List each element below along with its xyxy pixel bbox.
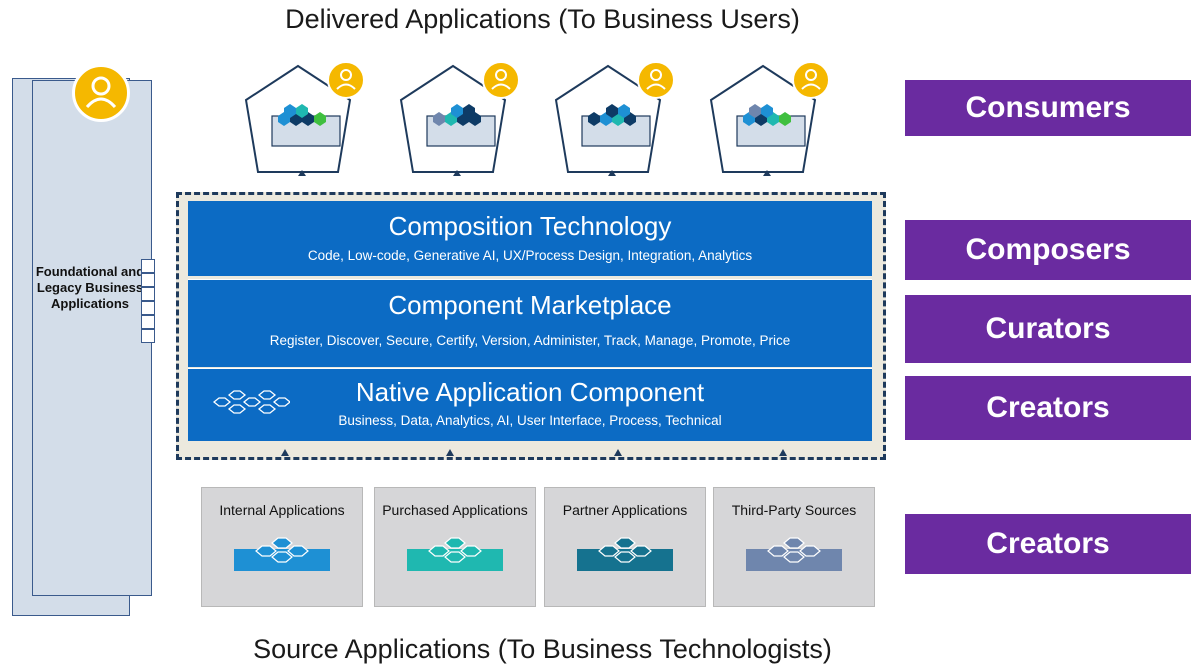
connector-tab (141, 273, 155, 287)
arrow-up-icon (446, 449, 454, 456)
role-creators-native: Creators (905, 376, 1191, 440)
source-label: Partner Applications (562, 502, 688, 518)
arrow-up-icon (614, 449, 622, 456)
role-composers: Composers (905, 220, 1191, 280)
connector-tab (141, 329, 155, 343)
delivered-app-1 (245, 61, 365, 173)
marketplace-subtitle: Register, Discover, Secure, Certify, Ver… (269, 333, 791, 348)
delivered-app-4 (710, 61, 830, 173)
source-third-party: Third-Party Sources (713, 487, 875, 607)
legacy-user-avatar-icon (72, 64, 130, 122)
delivered-apps (245, 61, 830, 176)
honeycomb-icon (212, 390, 290, 414)
arrow-up-icon (453, 170, 461, 176)
bottom-title: Source Applications (To Business Technol… (253, 634, 832, 664)
native-subtitle: Business, Data, Analytics, AI, User Inte… (338, 413, 722, 428)
native-title: Native Application Component (355, 377, 705, 407)
marketplace-title: Component Marketplace (388, 290, 672, 320)
connector-tab (141, 315, 155, 329)
top-title: Delivered Applications (To Business User… (285, 4, 800, 34)
source-third-party-icon (746, 537, 842, 571)
source-purchased: Purchased Applications (374, 487, 536, 607)
arrow-up-icon (608, 170, 616, 176)
source-label: Purchased Applications (382, 502, 528, 518)
arrow-up-icon (763, 170, 771, 176)
legacy-label: Foundational and Legacy Business Applica… (35, 264, 145, 311)
arrow-up-icon (779, 449, 787, 456)
source-label: Internal Applications (219, 502, 345, 518)
legacy-connector-tabs (141, 259, 155, 343)
composition-layer: Composition Technology Code, Low-code, G… (188, 201, 872, 276)
native-layer: Native Application Component Business, D… (188, 368, 872, 441)
arrow-up-icon (298, 170, 306, 176)
delivered-app-2 (400, 61, 520, 173)
legacy-stack-front (32, 80, 152, 596)
source-internal: Internal Applications (201, 487, 363, 607)
role-consumers: Consumers (905, 80, 1191, 136)
connector-tab (141, 301, 155, 315)
connector-tab (141, 259, 155, 273)
source-label: Third-Party Sources (731, 502, 857, 518)
source-partner: Partner Applications (544, 487, 706, 607)
role-curators: Curators (905, 295, 1191, 363)
role-creators-source: Creators (905, 514, 1191, 574)
source-purchased-icon (407, 537, 503, 571)
marketplace-layer: Component Marketplace Register, Discover… (188, 279, 872, 367)
composition-subtitle: Code, Low-code, Generative AI, UX/Proces… (307, 248, 753, 263)
delivered-app-3 (555, 61, 675, 173)
connector-tab (141, 287, 155, 301)
arrow-up-icon (281, 449, 289, 456)
source-internal-icon (234, 537, 330, 571)
composition-title: Composition Technology (388, 211, 672, 241)
source-partner-icon (577, 537, 673, 571)
